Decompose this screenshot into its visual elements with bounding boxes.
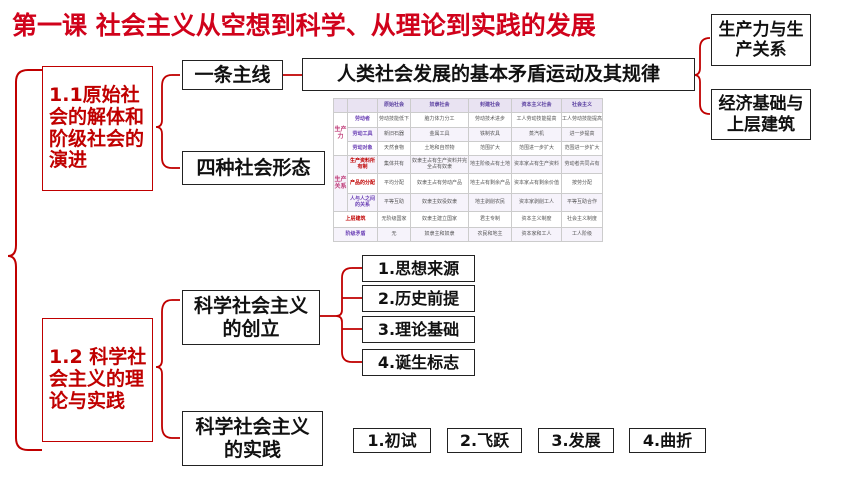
table-cell: 土地和自然物: [410, 141, 469, 156]
practice-item-2: 2.飞跃: [447, 428, 522, 453]
table-cell: 范围扩大: [468, 141, 512, 156]
table-cell: 新旧石器: [377, 127, 411, 142]
table-cell: 社会主义制度: [561, 211, 603, 228]
table-row-label: 劳动者: [347, 112, 378, 128]
table-cell: 工人劳动技能提高: [511, 112, 562, 128]
table-header-cell: [347, 98, 378, 113]
practice-item-1: 1.初试: [353, 428, 431, 453]
table-header-cell: [333, 98, 348, 113]
social-forms-table: 原始社会 奴隶社会 封建社会 资本主义社会 社会主义 生产力 劳动者 劳动技能低…: [333, 98, 603, 242]
table-cell: 金属工具: [410, 127, 469, 142]
table-cell: 奴隶主和奴隶: [410, 227, 469, 242]
contradiction-productive-forces: 生产力与生产关系: [711, 14, 811, 66]
table-cell: 资本家和工人: [511, 227, 562, 242]
table-header-row: 原始社会 奴隶社会 封建社会 资本主义社会 社会主义: [333, 98, 603, 113]
table-group-relations: 生产关系: [333, 155, 348, 212]
table-cell: 农民和地主: [468, 227, 512, 242]
table-row-label: 阶级矛盾: [333, 227, 378, 242]
contradiction-economic-base: 经济基础与上层建筑: [711, 89, 811, 140]
table-row: 生产力 劳动者 劳动技能低下 脑力体力分工 劳动技术进步 工人劳动技能提高 工人…: [333, 112, 603, 156]
table-cell: 平等互助: [377, 193, 411, 212]
table-cell: 资本家剥削工人: [511, 193, 562, 212]
table-cell: 铁制农具: [468, 127, 512, 142]
table-cell: 范围进一步扩大: [511, 141, 562, 156]
table-row: 生产关系 生产资料所有制 集体共有 奴隶主占有生产资料并完全占有奴隶 地主阶级占…: [333, 155, 603, 212]
page-title: 第一课 社会主义从空想到科学、从理论到实践的发展: [12, 11, 596, 40]
table-cell: 平均分配: [377, 173, 411, 194]
table-row-label: 劳动工具: [347, 127, 378, 142]
table-cell: 无: [377, 227, 411, 242]
table-cell: 劳动者共同占有: [561, 155, 603, 174]
table-row: 劳动对象 天然食物 土地和自然物 范围扩大 范围进一步扩大 范围进一步扩大: [334, 141, 603, 156]
table-group-productive: 生产力: [333, 112, 348, 156]
table-cell: 奴隶主奴役奴隶: [410, 193, 469, 212]
table-header-cell: 原始社会: [377, 98, 411, 113]
table-row: 劳动工具 新旧石器 金属工具 铁制农具 蒸汽机 进一步提高: [333, 127, 603, 142]
founding-item-3: 3.理论基础: [362, 316, 475, 343]
table-header-cell: 封建社会: [468, 98, 512, 113]
table-cell: 进一步提高: [561, 127, 603, 142]
practice-item-3: 3.发展: [538, 428, 614, 453]
table-row-label: 生产资料所有制: [347, 155, 378, 174]
practice-label: 科学社会主义的实践: [182, 411, 323, 466]
section-1-text: 1.1原始社会的解体和阶级社会的演进: [49, 83, 145, 172]
founding-label: 科学社会主义的创立: [182, 290, 320, 345]
table-cell: 集体共有: [377, 155, 411, 174]
table-cell: 资本家占有生产资料: [511, 155, 562, 174]
table-cell: 天然食物: [377, 141, 411, 156]
main-line-content: 人类社会发展的基本矛盾运动及其规律: [302, 58, 695, 91]
table-row-label: 上层建筑: [333, 211, 378, 228]
table-header-cell: 资本主义社会: [511, 98, 562, 113]
table-cell: 劳动技能低下: [377, 112, 411, 128]
founding-item-1: 1.思想来源: [362, 255, 475, 282]
table-cell: 君主专制: [468, 211, 512, 228]
table-cell: 奴隶主建立国家: [410, 211, 469, 228]
section-2-text: 1.2 科学社会主义的理论与实践: [49, 346, 147, 412]
founding-item-4: 4.诞生标志: [362, 349, 475, 376]
table-header-cell: 社会主义: [561, 98, 603, 113]
table-row-label: 劳动对象: [347, 141, 378, 156]
table-cell: 资本主义制度: [511, 211, 562, 228]
table-row: 上层建筑 无阶级国家 奴隶主建立国家 君主专制 资本主义制度 社会主义制度: [333, 211, 603, 228]
section-1-label: 1.1原始社会的解体和阶级社会的演进: [42, 66, 153, 191]
table-cell: 工人阶级: [561, 227, 603, 242]
table-row: 人与人之间的关系 平等互助 奴隶主奴役奴隶 地主剥削农民 资本家剥削工人 平等互…: [333, 193, 603, 212]
table-cell: 地主剥削农民: [468, 193, 512, 212]
table-cell: 脑力体力分工: [410, 112, 469, 128]
section-2-label: 1.2 科学社会主义的理论与实践: [42, 318, 153, 442]
table-cell: 地主占有剩余产品: [468, 173, 512, 194]
practice-item-4: 4.曲折: [629, 428, 706, 453]
table-row: 产品的分配 平均分配 奴隶主占有劳动产品 地主占有剩余产品 资本家占有剩余价值 …: [334, 173, 603, 194]
table-header-cell: 奴隶社会: [410, 98, 469, 113]
table-cell: 蒸汽机: [511, 127, 562, 142]
table-cell: 按劳分配: [561, 173, 603, 194]
main-line-label: 一条主线: [182, 60, 283, 90]
table-row-label: 产品的分配: [347, 173, 378, 194]
table-cell: 奴隶主占有生产资料并完全占有奴隶: [410, 155, 469, 174]
table-cell: 劳动技术进步: [468, 112, 512, 128]
table-row-label: 人与人之间的关系: [347, 193, 378, 212]
four-social-forms-label: 四种社会形态: [182, 151, 325, 185]
table-cell: 无阶级国家: [377, 211, 411, 228]
founding-item-2: 2.历史前提: [362, 285, 475, 312]
table-cell: 工人劳动技能提高: [561, 112, 603, 128]
table-row: 阶级矛盾 无 奴隶主和奴隶 农民和地主 资本家和工人 工人阶级: [333, 227, 603, 242]
table-cell: 地主阶级占有土地: [468, 155, 512, 174]
table-cell: 资本家占有剩余价值: [511, 173, 562, 194]
table-cell: 范围进一步扩大: [561, 141, 603, 156]
table-cell: 平等互助合作: [561, 193, 603, 212]
table-cell: 奴隶主占有劳动产品: [410, 173, 469, 194]
